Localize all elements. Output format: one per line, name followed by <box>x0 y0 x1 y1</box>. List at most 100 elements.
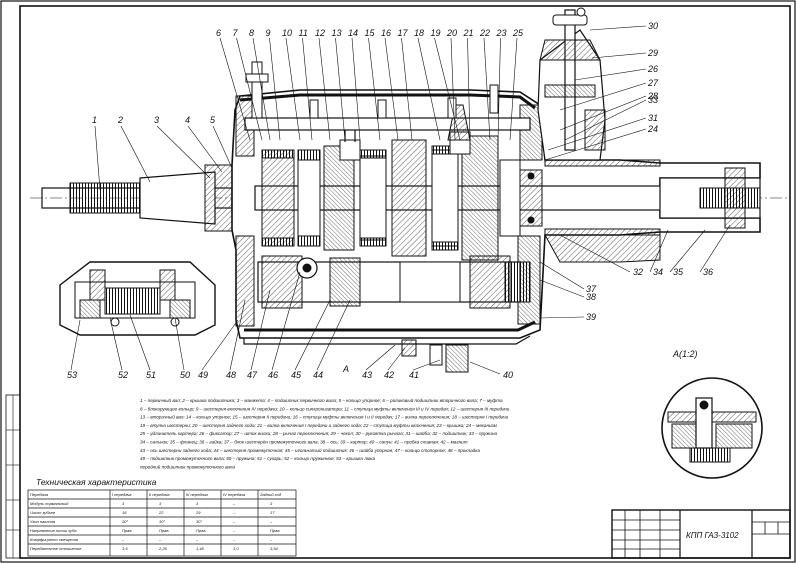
table-cell: – <box>232 537 236 542</box>
table-cell: – <box>269 519 273 524</box>
callout-bottom: 46 <box>268 370 278 380</box>
callout-bottom-right: 40 <box>503 370 513 380</box>
leader-line <box>434 37 461 141</box>
callout-top: 23 <box>496 28 507 38</box>
callout-top: 16 <box>381 28 391 38</box>
leader-line <box>467 37 471 141</box>
callout-top: 12 <box>315 28 325 38</box>
callout-top: 15 <box>365 28 376 38</box>
leader-line <box>559 95 647 131</box>
legend-line: 43 – ось шестерни заднего хода; 44 – шес… <box>140 447 480 453</box>
table-header: III передача <box>186 492 209 497</box>
leader-line <box>236 37 263 141</box>
view-label: А(1:2) <box>672 349 698 359</box>
callout-right: 29 <box>647 48 658 58</box>
leader-line <box>699 224 731 273</box>
leader-line <box>559 234 631 273</box>
table-cell: 16 <box>122 510 127 515</box>
table-cell: Прав. <box>196 528 207 533</box>
leader-line <box>669 229 706 273</box>
leader-line <box>70 319 81 371</box>
callout-left: 2 <box>117 115 123 125</box>
table-cell: Коэффициент смещения <box>30 537 79 542</box>
leader-line <box>302 37 313 141</box>
table-cell: Прав. <box>122 528 133 533</box>
table-cell: – <box>232 501 236 506</box>
legend-line: 34 – сальник; 35 – фланец; 36 – гайка; 3… <box>140 439 468 445</box>
shift-boot <box>539 39 601 61</box>
legend-line: 19 – втулка шестерни; 20 – шестерня задн… <box>140 423 498 428</box>
leader-line <box>483 37 491 141</box>
callout-top: 21 <box>463 28 474 38</box>
leader-line <box>294 299 331 371</box>
callout-bottom-right: 39 <box>586 312 596 322</box>
callout-bottom: 44 <box>313 370 323 380</box>
legend-line: передний подшипник промежуточного вала <box>140 463 235 469</box>
callout-top: 9 <box>266 28 271 38</box>
leader-line <box>318 37 331 141</box>
callout-bottom: 41 <box>409 370 419 380</box>
table-cell: Направление линии зуба <box>30 528 77 533</box>
table-header: Задний ход <box>260 492 282 497</box>
table-cell: 3,54 <box>270 546 279 551</box>
callout-right: 28 <box>647 91 658 101</box>
leader-line <box>94 125 101 191</box>
callout-right: 26 <box>647 64 658 74</box>
table-cell: 17 <box>270 510 275 515</box>
leader-line <box>564 99 647 141</box>
callout-left: 3 <box>154 115 159 125</box>
table-header: IV передача <box>223 492 246 497</box>
leader-line <box>497 37 501 141</box>
callout-top: 25 <box>512 28 524 38</box>
leader-line <box>252 37 271 141</box>
leader-line <box>120 125 151 183</box>
leader-line <box>212 125 233 169</box>
leader-line <box>417 37 441 141</box>
leader-line <box>368 37 381 141</box>
table-header: Передача <box>30 492 49 497</box>
table-cell: 3,5 <box>122 546 128 551</box>
callout-top: 19 <box>431 28 441 38</box>
callout-top: 7 <box>233 28 239 38</box>
front-bearing <box>204 164 236 232</box>
table-cell: 30° <box>159 519 165 524</box>
callout-bottom: 53 <box>67 370 77 380</box>
table-header: II передача <box>149 492 170 497</box>
gearbox-section <box>30 7 790 373</box>
table-cell: – <box>269 537 273 542</box>
legend-line: 49 – подшипник промежуточного вала; 50 –… <box>140 456 375 461</box>
housing-wall-top <box>239 93 536 110</box>
shift-rail <box>244 117 531 131</box>
spec-table <box>27 489 297 557</box>
table-cell: 2,26 <box>158 546 168 551</box>
shift-lever <box>564 9 576 151</box>
table-header: I передача <box>112 492 132 497</box>
callout-bottom: 47 <box>247 370 258 380</box>
leader-line <box>219 37 251 141</box>
callout-top: 6 <box>216 28 221 38</box>
leader-line <box>156 125 211 179</box>
table-cell: Прав. <box>270 528 281 533</box>
callout-top: 14 <box>348 28 358 38</box>
leader-line <box>539 316 585 319</box>
table-cell: Прав. <box>159 528 170 533</box>
leader-line <box>187 125 223 173</box>
callout-leaders <box>70 25 731 375</box>
rear-bearing <box>519 169 543 227</box>
table-cell: – <box>195 537 199 542</box>
callout-bottom-right: 38 <box>586 292 596 302</box>
leader-line <box>539 261 585 290</box>
callout-bottom: 45 <box>291 370 302 380</box>
leader-line <box>109 317 123 371</box>
callout-top: 13 <box>332 28 342 38</box>
leader-line <box>559 82 647 111</box>
legend-line: 25 – удлинитель картера; 26 – фиксатор; … <box>139 430 498 436</box>
leader-line <box>351 37 361 141</box>
table-cell: – <box>232 510 236 515</box>
table-cell: 22 <box>158 510 164 515</box>
callout-right: 27 <box>647 78 659 88</box>
